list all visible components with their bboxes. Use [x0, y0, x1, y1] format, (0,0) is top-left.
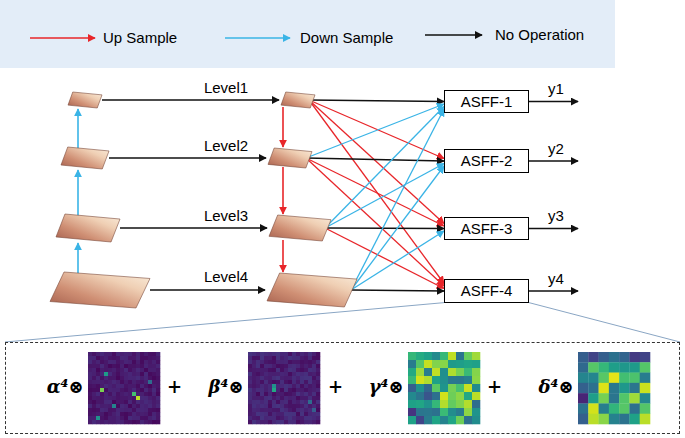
fusion-arrow [309, 100, 444, 224]
feature-map [61, 147, 109, 169]
box-label: ASFF-2 [461, 152, 513, 169]
feature-map [68, 92, 102, 108]
output-label: y1 [548, 80, 564, 97]
legend-text: Up Sample [103, 29, 177, 46]
fusion-arrow [351, 166, 444, 290]
level-arrow [120, 227, 267, 228]
level-arrow [150, 289, 265, 290]
feature-map [281, 92, 315, 108]
output-label: y2 [548, 140, 564, 157]
formula-term: α⁴⊗ [47, 377, 84, 398]
output-arrow [529, 228, 578, 229]
upsample-arrow [282, 167, 284, 214]
level-arrow [102, 99, 279, 100]
feature-map [269, 215, 331, 241]
box-label: ASFF-4 [461, 282, 513, 299]
level-label: Level1 [204, 79, 248, 96]
fusion-arrow [306, 158, 444, 226]
fusion-arrow [309, 100, 444, 102]
detail-panel: α⁴⊗ + β⁴⊗ + γ⁴⊗ + δ⁴⊗ [5, 342, 680, 434]
output-arrow [529, 160, 578, 161]
zoom-line [529, 303, 680, 342]
fusion-arrow [351, 109, 444, 290]
downsample-arrow [77, 170, 79, 216]
fusion-arrow [325, 164, 444, 229]
level-label: Level2 [204, 137, 248, 154]
feature-map [50, 272, 150, 308]
upsample-arrow [282, 240, 284, 272]
feature-map [267, 273, 357, 307]
legend-text: Down Sample [300, 29, 393, 46]
legend-arrow [30, 37, 95, 39]
output-arrow [529, 290, 578, 291]
level-label: Level4 [204, 268, 248, 285]
box-label: ASFF-3 [461, 220, 513, 237]
weight-map [248, 352, 320, 424]
legend-arrow [425, 34, 482, 36]
fusion-box: ASFF-3 [444, 217, 529, 240]
formula-term: + [487, 377, 502, 398]
box-label: ASFF-1 [461, 93, 513, 110]
fusion-box: ASFF-2 [444, 149, 529, 172]
fusion-arrow [306, 158, 444, 161]
output-arrow [529, 101, 578, 102]
zoom-line [5, 303, 444, 342]
output-label: y3 [548, 207, 564, 224]
formula-term: β⁴⊗ [209, 377, 244, 398]
upsample-arrow [282, 107, 284, 147]
level-arrow [109, 157, 266, 158]
fusion-arrow [325, 107, 444, 229]
level-label: Level3 [204, 207, 248, 224]
fusion-arrow [351, 290, 444, 291]
formula-term: γ⁴⊗ [369, 377, 404, 398]
feature-map [268, 148, 312, 168]
downsample-arrow [77, 243, 79, 274]
fusion-box: ASFF-1 [444, 90, 529, 113]
fusion-arrow [351, 231, 444, 290]
output-label: y4 [548, 270, 564, 287]
legend-panel [0, 0, 615, 68]
formula-term: + [167, 377, 182, 398]
formula-term: δ⁴⊗ [539, 377, 574, 398]
formula-term: + [328, 377, 343, 398]
weight-map [88, 352, 160, 424]
fusion-arrow [325, 227, 444, 229]
weight-map [578, 352, 650, 424]
legend-arrow [225, 37, 290, 39]
feature-map [56, 214, 120, 242]
weight-map [408, 352, 480, 424]
downsample-arrow [77, 109, 79, 149]
fusion-box: ASFF-4 [444, 279, 529, 302]
legend-text: No Operation [495, 26, 584, 43]
